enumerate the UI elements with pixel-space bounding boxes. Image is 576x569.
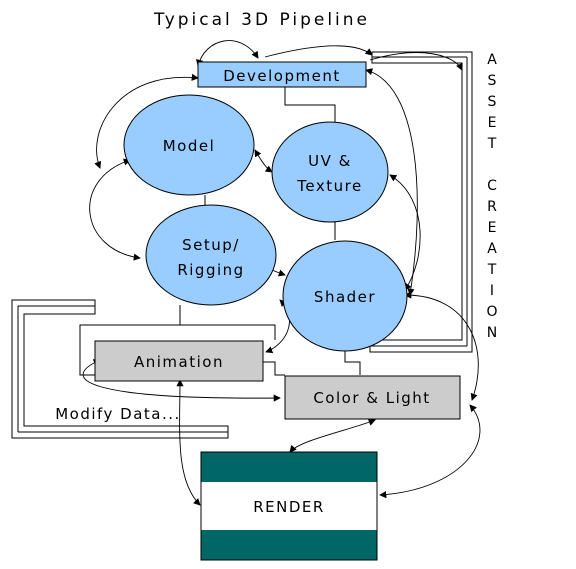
modify-data-label: Modify Data... [55,405,181,423]
node-model: Model [123,94,255,196]
animation-label: Animation [134,353,224,371]
asset-creation-letter: T [487,136,497,152]
asset-creation-letter: A [487,52,497,68]
node-development: Development [197,61,367,88]
node-setup-rigging: Setup/ Rigging [145,204,277,306]
asset-creation-letter: E [488,115,497,131]
node-color-light: Color & Light [284,375,461,420]
asset-creation-letter: I [490,283,494,299]
uv-texture-label-2: Texture [296,177,362,195]
asset-creation-letter: O [486,304,497,320]
asset-creation-letter: E [488,220,497,236]
render-label: RENDER [253,498,325,516]
model-label: Model [163,137,216,155]
flow-arrows [82,40,481,506]
asset-creation-letter: S [488,73,497,89]
node-shader: Shader [282,240,408,352]
asset-creation-letter: N [487,325,497,341]
development-label: Development [223,67,340,85]
asset-creation-letter: R [487,199,497,215]
node-uv-texture: UV & Texture [271,121,389,223]
asset-creation-letter: C [487,178,497,194]
setup-label-2: Rigging [177,261,244,279]
color-light-label: Color & Light [313,389,430,407]
uv-texture-label-1: UV & [308,152,352,170]
setup-label-1: Setup/ [182,236,240,254]
node-animation: Animation [94,340,264,382]
shader-label: Shader [314,288,376,306]
asset-creation-letter: S [488,94,497,110]
diagram-title: Typical 3D Pipeline [153,10,370,30]
asset-creation-letter: A [487,241,497,257]
node-render: RENDER [200,451,378,561]
asset-creation-letter: T [487,262,497,278]
